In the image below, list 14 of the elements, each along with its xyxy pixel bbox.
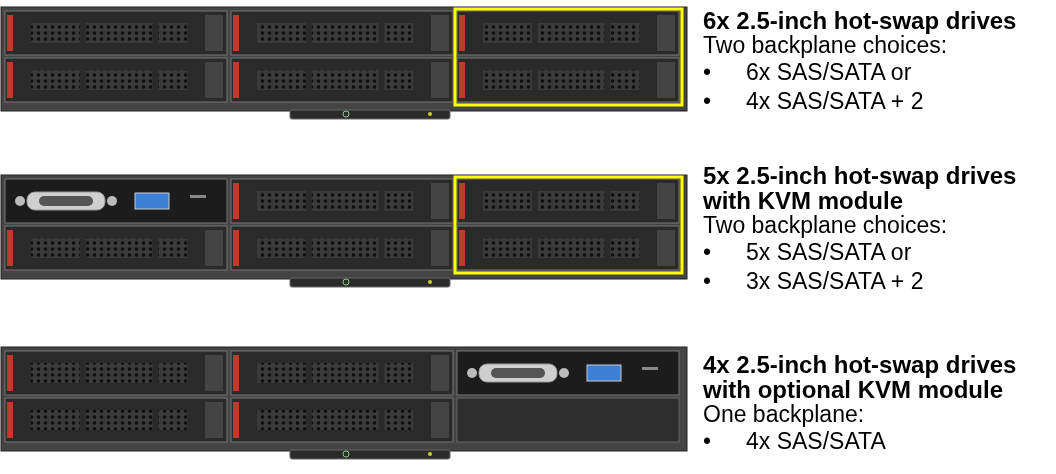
bullet-text: 4x SAS/SATA + 2 xyxy=(746,87,924,116)
description-text: Two backplane choices: xyxy=(703,213,949,238)
bullet-marker: • xyxy=(703,58,712,87)
bullet-text: 5x SAS/SATA or xyxy=(746,238,912,267)
description-text: Two backplane choices: xyxy=(703,33,949,58)
bullet-marker: • xyxy=(703,267,712,296)
bullet-text: 4x SAS/SATA xyxy=(746,427,886,456)
bullet-marker: • xyxy=(703,87,712,116)
bullet-text: 3x SAS/SATA + 2 xyxy=(746,267,924,296)
bullet-text: 6x SAS/SATA or xyxy=(746,58,912,87)
heading: 5x 2.5-inch hot-swap drives with KVM module xyxy=(703,163,1018,213)
bullet-marker: • xyxy=(703,238,712,267)
description-text: One backplane: xyxy=(703,402,866,427)
bullet-marker: • xyxy=(703,427,712,456)
